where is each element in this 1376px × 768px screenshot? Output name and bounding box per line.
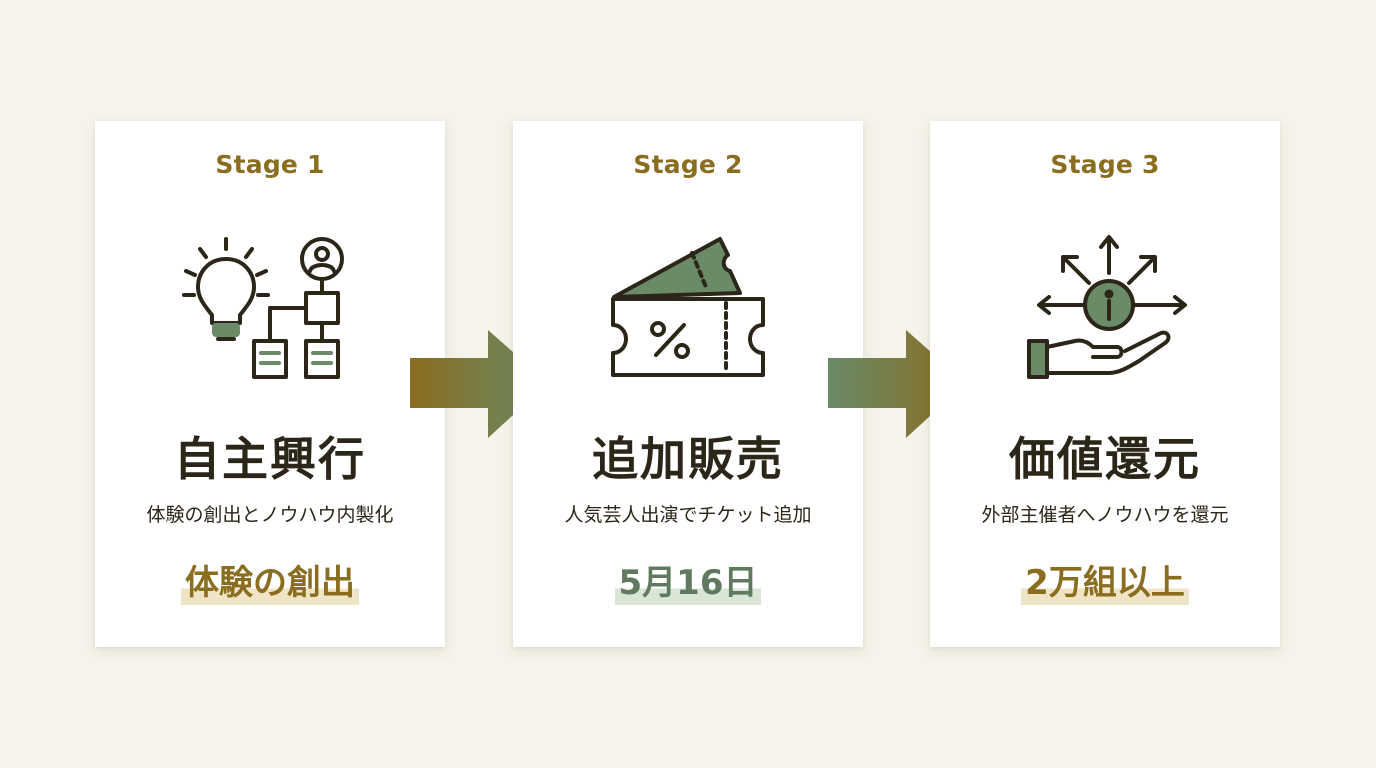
stage-highlight: 5月16日: [614, 561, 762, 605]
stage-title: 追加販売: [592, 432, 784, 486]
stage-description: 外部主催者へノウハウを還元: [981, 504, 1229, 526]
discount-ticket-icon: [588, 229, 788, 389]
stage-card-2: Stage 2 追加販売 人気芸人出演でチケット追加 5月16日: [513, 121, 863, 647]
stage-title: 価値還元: [1009, 432, 1201, 486]
stage-card-1: Stage 1: [95, 121, 445, 647]
stage-description: 体験の創出とノウハウ内製化: [146, 504, 394, 526]
stage-label: Stage 1: [215, 150, 325, 179]
lightbulb-flowchart-icon: [170, 229, 370, 389]
stage-label: Stage 3: [1050, 150, 1160, 179]
stage-title: 自主興行: [174, 432, 366, 486]
stage-highlight: 体験の創出: [181, 561, 359, 605]
stage-label: Stage 2: [633, 150, 743, 179]
stage-card-3: Stage 3 価値還元 外部主催者へノウハウを還元 2万組以上: [930, 121, 1280, 647]
stage-highlight: 2万組以上: [1021, 561, 1189, 605]
stage-description: 人気芸人出演でチケット追加: [564, 504, 812, 526]
hand-info-share-icon: [1005, 229, 1205, 389]
